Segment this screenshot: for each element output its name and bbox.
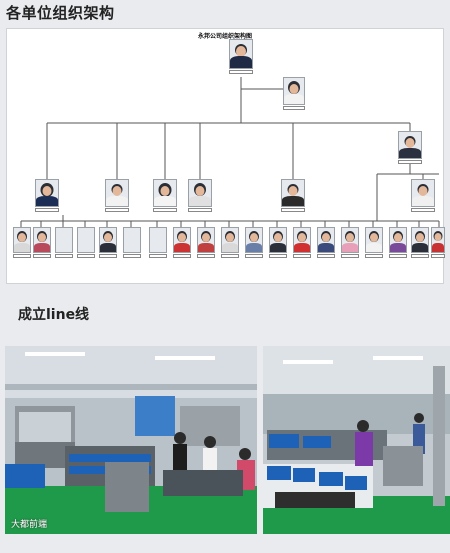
portrait-photo (221, 227, 239, 253)
org-node-staff (269, 227, 287, 258)
section-heading-org: 各单位组织架构 (6, 4, 115, 22)
name-tag (77, 254, 95, 258)
name-tag (35, 208, 59, 212)
name-tag (411, 208, 435, 212)
factory-scene-left (5, 346, 257, 534)
section-heading-line: 成立line线 (18, 307, 90, 323)
org-node-manager (281, 179, 305, 212)
name-tag (173, 254, 191, 258)
portrait-photo (365, 227, 383, 253)
name-tag (33, 254, 51, 258)
org-node-manager (153, 179, 177, 212)
org-node-staff (389, 227, 407, 258)
name-tag (398, 160, 422, 164)
name-tag (411, 254, 429, 258)
portrait-photo (229, 39, 253, 69)
org-chart-lines (20, 77, 440, 227)
org-node-staff (55, 227, 73, 258)
portrait-photo (269, 227, 287, 253)
org-node-staff (431, 227, 445, 258)
name-tag (99, 254, 117, 258)
portrait-photo (317, 227, 335, 253)
name-tag (341, 254, 359, 258)
portrait-photo (149, 227, 167, 253)
portrait-photo (431, 227, 445, 253)
portrait-photo (245, 227, 263, 253)
name-tag (153, 208, 177, 212)
org-chart: 永邦公司组织架构图 (6, 28, 445, 284)
portrait-photo (123, 227, 141, 253)
org-node-general-manager (283, 77, 305, 110)
name-tag (389, 254, 407, 258)
name-tag (221, 254, 239, 258)
name-tag (13, 254, 31, 258)
name-tag (317, 254, 335, 258)
portrait-photo (411, 227, 429, 253)
name-tag (229, 70, 253, 74)
org-node-staff (149, 227, 167, 258)
name-tag (55, 254, 73, 258)
portrait-photo (55, 227, 73, 253)
portrait-photo (283, 77, 305, 105)
org-node-staff (221, 227, 239, 258)
org-node-staff (173, 227, 191, 258)
org-node-staff (293, 227, 311, 258)
org-node-staff (317, 227, 335, 258)
portrait-photo (293, 227, 311, 253)
name-tag (245, 254, 263, 258)
name-tag (149, 254, 167, 258)
name-tag (269, 254, 287, 258)
name-tag (123, 254, 141, 258)
org-chart-title: 永邦公司组织架构图 (197, 33, 252, 40)
name-tag (105, 208, 129, 212)
portrait-photo (13, 227, 31, 253)
portrait-photo (398, 131, 422, 159)
portrait-photo (341, 227, 359, 253)
name-tag (431, 254, 445, 258)
name-tag (365, 254, 383, 258)
org-node-staff (123, 227, 141, 258)
factory-photo-left: 大都前端 (5, 346, 257, 534)
name-tag (293, 254, 311, 258)
portrait-photo (281, 179, 305, 207)
org-node-staff (99, 227, 117, 258)
org-node-staff (197, 227, 215, 258)
org-node-staff (245, 227, 263, 258)
watermark-text: 大都前端 (11, 520, 48, 530)
portrait-photo (197, 227, 215, 253)
org-node-manager (35, 179, 59, 212)
name-tag (281, 208, 305, 212)
portrait-photo (173, 227, 191, 253)
org-node-manager (105, 179, 129, 212)
portrait-photo (99, 227, 117, 253)
org-node-staff (365, 227, 383, 258)
portrait-photo (33, 227, 51, 253)
portrait-photo (389, 227, 407, 253)
org-node-staff (77, 227, 95, 258)
portrait-photo (411, 179, 435, 207)
portrait-photo (188, 179, 212, 207)
org-node-production-manager (398, 131, 422, 164)
name-tag (188, 208, 212, 212)
portrait-photo (77, 227, 95, 253)
org-node-staff (13, 227, 31, 258)
org-node-staff (33, 227, 51, 258)
org-node-manager (188, 179, 212, 212)
factory-scene-right (263, 346, 450, 534)
name-tag (197, 254, 215, 258)
org-node-staff (341, 227, 359, 258)
org-node-staff (411, 227, 429, 258)
org-node-chairman (229, 39, 253, 74)
portrait-photo (35, 179, 59, 207)
org-node-manager (411, 179, 435, 212)
portrait-photo (153, 179, 177, 207)
name-tag (283, 106, 305, 110)
factory-photo-right (263, 346, 450, 534)
portrait-photo (105, 179, 129, 207)
